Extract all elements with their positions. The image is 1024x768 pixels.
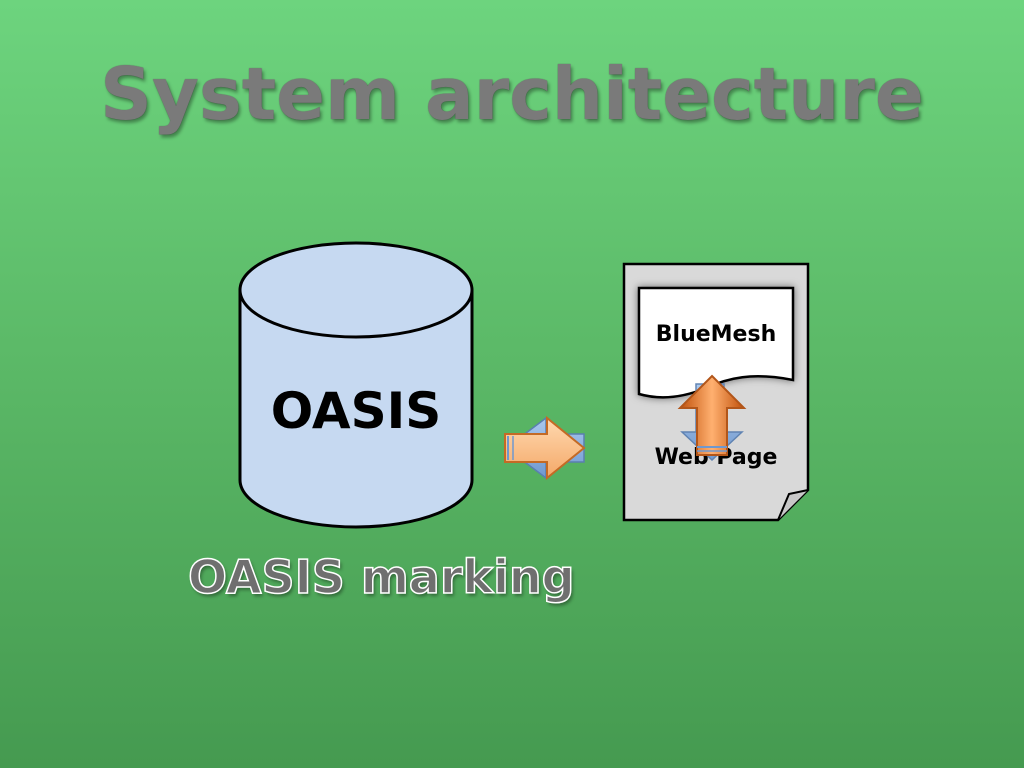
bluemesh-label: BlueMesh <box>656 322 776 347</box>
oasis-marking-caption: OASIS marking <box>187 549 575 605</box>
bidirectional-arrow-vertical <box>677 374 747 462</box>
bidirectional-arrow-horizontal <box>504 415 586 481</box>
database-cylinder: OASIS <box>238 241 474 529</box>
slide-title: System architecture <box>100 52 924 136</box>
bluemesh-document: BlueMesh <box>637 286 795 399</box>
database-label: OASIS <box>271 382 441 440</box>
